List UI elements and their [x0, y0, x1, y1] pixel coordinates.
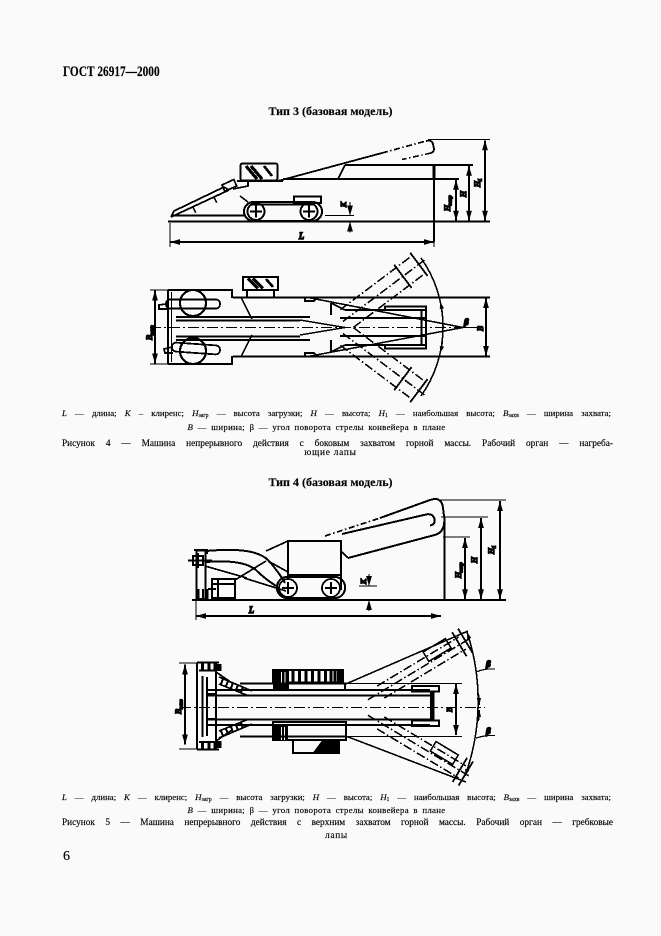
svg-text:Bзахв: Bзахв [174, 699, 185, 714]
svg-text:β: β [463, 317, 469, 327]
svg-text:Hзагр: Hзагр [454, 562, 465, 579]
svg-text:H: H [470, 556, 479, 564]
svg-text:H1: H1 [487, 545, 498, 555]
svg-text:Hзагр: Hзагр [443, 195, 454, 212]
svg-text:L: L [298, 231, 304, 241]
svg-text:К: К [359, 578, 368, 585]
svg-text:H1: H1 [473, 178, 484, 188]
svg-text:L: L [248, 605, 254, 615]
svg-text:β: β [485, 726, 491, 736]
svg-text:К: К [339, 201, 348, 208]
svg-text:β: β [485, 659, 491, 669]
svg-text:H: H [459, 190, 468, 198]
svg-text:B: B [445, 707, 454, 712]
svg-text:B: B [476, 326, 485, 331]
